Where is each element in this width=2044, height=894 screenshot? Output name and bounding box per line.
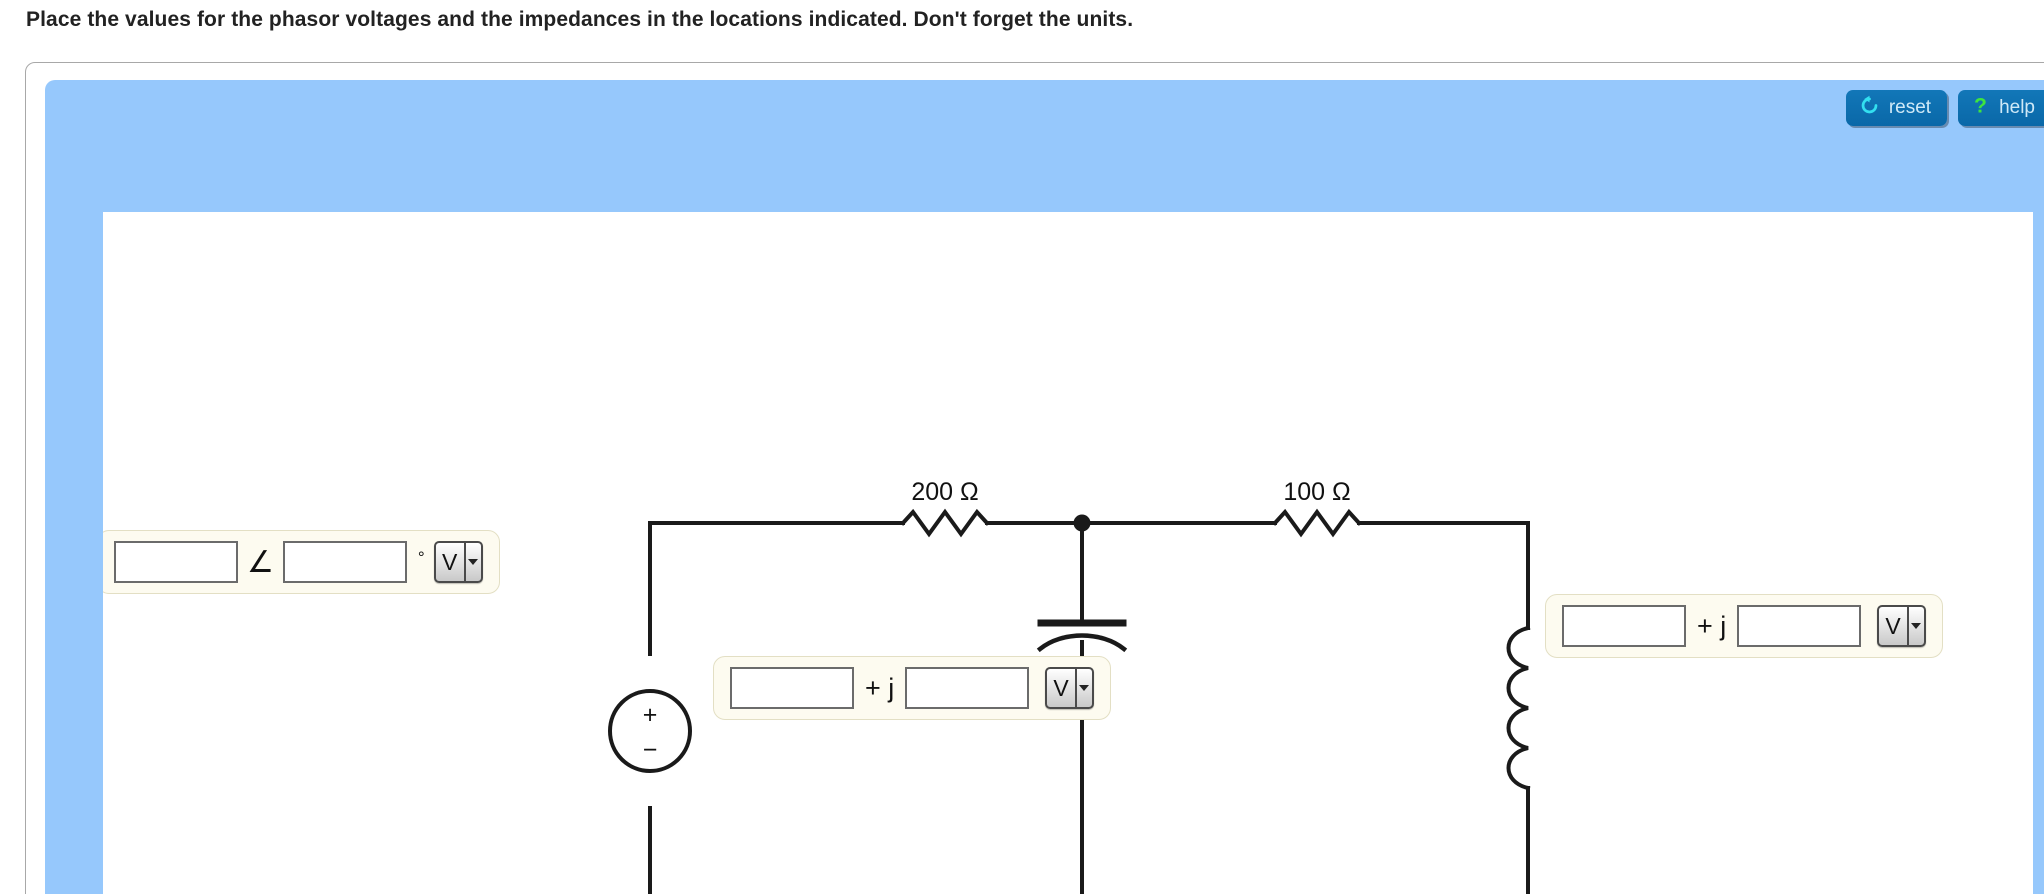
angle-symbol: ∠ <box>247 546 274 579</box>
chevron-down-icon <box>1077 669 1092 707</box>
inductor-coil-symbol <box>1506 625 1531 791</box>
circuit-canvas: + − 200 Ω 100 Ω ∠ ° V + j <box>103 212 2033 894</box>
capacitor-imag-input[interactable] <box>905 667 1030 709</box>
resistor-200-ohm-symbol <box>900 508 990 538</box>
reset-button[interactable]: reset <box>1845 90 1948 126</box>
capacitor-real-input[interactable] <box>730 667 854 709</box>
chevron-down-icon <box>1909 607 1924 645</box>
capacitor-unit-value: V <box>1047 669 1077 707</box>
voltage-source-symbol <box>608 689 692 773</box>
question-mark-icon: ? <box>1971 94 1990 122</box>
circuit-diagram: + − 200 Ω 100 Ω <box>608 478 1531 894</box>
capacitor-unit-select[interactable]: V <box>1045 667 1094 709</box>
reset-button-label: reset <box>1888 97 1932 118</box>
inductor-imag-input[interactable] <box>1737 605 1862 647</box>
resistor-200-ohm-label: 200 Ω <box>911 478 978 506</box>
inductor-unit-value: V <box>1879 607 1909 645</box>
junction-dot-top <box>1073 514 1091 532</box>
inductor-real-input[interactable] <box>1562 605 1686 647</box>
svg-text:?: ? <box>1974 95 1987 117</box>
applet-toolbar: reset ? help <box>1845 90 2044 126</box>
resistor-100-ohm-symbol <box>1272 508 1362 538</box>
source-angle-input[interactable] <box>282 541 407 583</box>
wire-r2-to-inductor <box>1357 521 1530 630</box>
chevron-down-icon <box>466 543 481 581</box>
source-magnitude-input[interactable] <box>114 541 238 583</box>
source-phasor-answer-group: ∠ ° V <box>103 530 500 594</box>
help-button-label: help <box>1999 97 2035 118</box>
help-button[interactable]: ? help <box>1958 90 2044 126</box>
inductor-impedance-answer-group: + j V <box>1545 594 1943 658</box>
source-unit-value: V <box>436 543 466 581</box>
page-title: Place the values for the phasor voltages… <box>26 8 1134 31</box>
capacitor-plus-j-operator: + j <box>865 672 895 703</box>
wire-source-to-r1 <box>648 521 905 656</box>
capacitor-impedance-answer-group: + j V <box>713 656 1111 720</box>
source-minus-label: − <box>643 736 658 764</box>
capacitor-bottom-plate <box>1036 633 1128 653</box>
resistor-100-ohm-label: 100 Ω <box>1283 478 1350 506</box>
inductor-unit-select[interactable]: V <box>1877 605 1926 647</box>
reset-circular-arrow-icon <box>1859 95 1880 121</box>
applet-panel: reset ? help <box>45 80 2044 894</box>
source-plus-label: + <box>643 701 658 729</box>
inductor-plus-j-operator: + j <box>1697 610 1727 641</box>
source-unit-select[interactable]: V <box>433 541 483 583</box>
degree-symbol: ° <box>417 547 425 567</box>
